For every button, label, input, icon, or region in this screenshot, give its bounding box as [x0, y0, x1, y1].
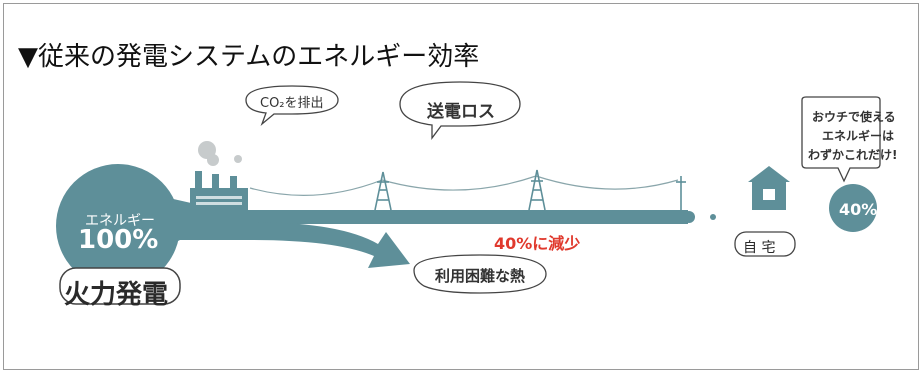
home-window: [763, 189, 775, 200]
power-plant-chimney: [195, 171, 202, 188]
smoke-puff: [234, 155, 242, 163]
transmission-bar: [150, 210, 688, 224]
transmission-tower: [528, 169, 546, 211]
power-line: [249, 179, 383, 196]
figure-title: ▼従来の発電システムのエネルギー効率: [18, 42, 480, 72]
co2-label: CO₂を排出: [260, 96, 324, 111]
usable-energy-value: 40%: [839, 200, 878, 219]
power-plant-chimney: [212, 174, 219, 188]
heat-loss-arrow: [180, 222, 410, 268]
home-label: 自 宅: [743, 240, 776, 256]
transmission-loss-label: 送電ロス: [427, 102, 495, 122]
utility-pole: [676, 176, 686, 210]
energy-label: エネルギー: [85, 213, 155, 229]
power-plant-window: [196, 202, 242, 205]
smoke-puff: [207, 154, 219, 166]
power-plant-chimney: [230, 176, 237, 188]
usable-energy-speech-bubble: [801, 96, 881, 183]
heat-speech-bubble: [413, 254, 547, 294]
thermal-power-label: 火力発電: [64, 280, 169, 310]
power-line: [381, 175, 537, 191]
usable-text-line: エネルギーは: [822, 129, 895, 143]
unusable-heat-label: 利用困難な熱: [435, 267, 526, 285]
transmission-loss-speech-bubble: [399, 81, 521, 140]
energy-value: 100%: [78, 225, 159, 255]
home-label-box: [734, 231, 796, 257]
energy-source-circle: [56, 164, 180, 288]
bar-end-dot: [683, 211, 695, 223]
home-icon: [748, 166, 790, 210]
thermal-power-label-box: [59, 267, 181, 305]
transmission-tower: [374, 171, 392, 211]
power-plant-window: [196, 196, 242, 199]
reduction-label: 40%に減少: [494, 234, 581, 253]
power-line: [535, 175, 679, 190]
usable-energy-circle: [829, 184, 877, 232]
co2-speech-bubble: [245, 85, 339, 127]
usable-text-line: おウチで使える: [812, 110, 896, 124]
usable-text-line: わずかこれだけ!: [808, 148, 898, 162]
bar-trail-dot: [710, 214, 716, 220]
